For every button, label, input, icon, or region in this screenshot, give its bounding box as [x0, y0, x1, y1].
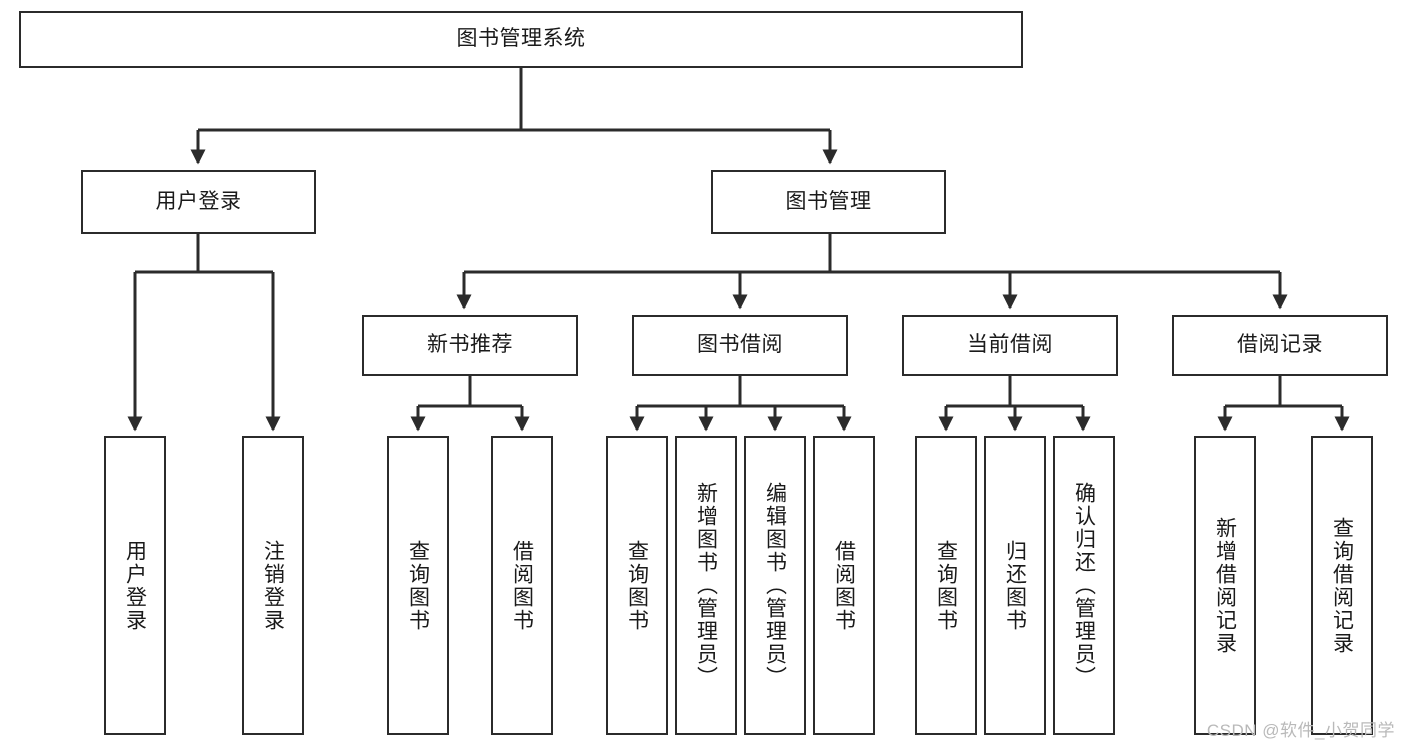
node-label: 归还图书	[1003, 539, 1027, 632]
node-user-login[interactable]: 用户登录	[81, 170, 316, 234]
node-leaf-query-books-current[interactable]: 查询图书	[915, 436, 977, 735]
node-leaf-confirm-return-admin[interactable]: 确认归还（管理员）	[1053, 436, 1115, 735]
node-leaf-user-login[interactable]: 用户登录	[104, 436, 166, 735]
node-leaf-edit-book-admin[interactable]: 编辑图书（管理员）	[744, 436, 806, 735]
node-current-borrowing[interactable]: 当前借阅	[902, 315, 1118, 376]
node-book-borrowing[interactable]: 图书借阅	[632, 315, 848, 376]
node-label: 新增借阅记录	[1213, 516, 1237, 655]
node-leaf-add-book-admin[interactable]: 新增图书（管理员）	[675, 436, 737, 735]
node-leaf-query-books-borrow[interactable]: 查询图书	[606, 436, 668, 735]
node-label: 借阅图书	[832, 539, 856, 632]
node-label: 图书管理	[785, 189, 872, 213]
node-new-book-recommendation[interactable]: 新书推荐	[362, 315, 578, 376]
node-label: 图书管理系统	[456, 27, 586, 51]
node-label: 借阅图书	[510, 539, 534, 632]
node-label: 查询借阅记录	[1330, 516, 1354, 655]
node-leaf-borrow-books[interactable]: 借阅图书	[813, 436, 875, 735]
node-book-management[interactable]: 图书管理	[711, 170, 946, 234]
node-label: 用户登录	[123, 539, 147, 632]
node-label: 用户登录	[155, 189, 242, 213]
node-label: 注销登录	[261, 539, 285, 632]
node-root-book-management-system[interactable]: 图书管理系统	[19, 11, 1023, 68]
node-leaf-query-books-recommend[interactable]: 查询图书	[387, 436, 449, 735]
node-label: 查询图书	[934, 539, 958, 632]
node-label: 新增图书（管理员）	[694, 482, 718, 689]
node-leaf-query-borrow-record[interactable]: 查询借阅记录	[1311, 436, 1373, 735]
node-label: 图书借阅	[697, 333, 783, 357]
node-leaf-return-books[interactable]: 归还图书	[984, 436, 1046, 735]
node-label: 查询图书	[625, 539, 649, 632]
node-leaf-borrow-books-recommend[interactable]: 借阅图书	[491, 436, 553, 735]
node-label: 新书推荐	[427, 333, 513, 357]
node-label: 当前借阅	[967, 333, 1053, 357]
watermark: CSDN @软件_小贺同学	[1206, 721, 1395, 740]
node-leaf-logout[interactable]: 注销登录	[242, 436, 304, 735]
node-label: 借阅记录	[1237, 333, 1323, 357]
node-borrowing-record[interactable]: 借阅记录	[1172, 315, 1388, 376]
node-label: 查询图书	[406, 539, 430, 632]
node-label: 编辑图书（管理员）	[763, 482, 787, 689]
node-leaf-add-borrow-record[interactable]: 新增借阅记录	[1194, 436, 1256, 735]
node-label: 确认归还（管理员）	[1072, 482, 1096, 689]
